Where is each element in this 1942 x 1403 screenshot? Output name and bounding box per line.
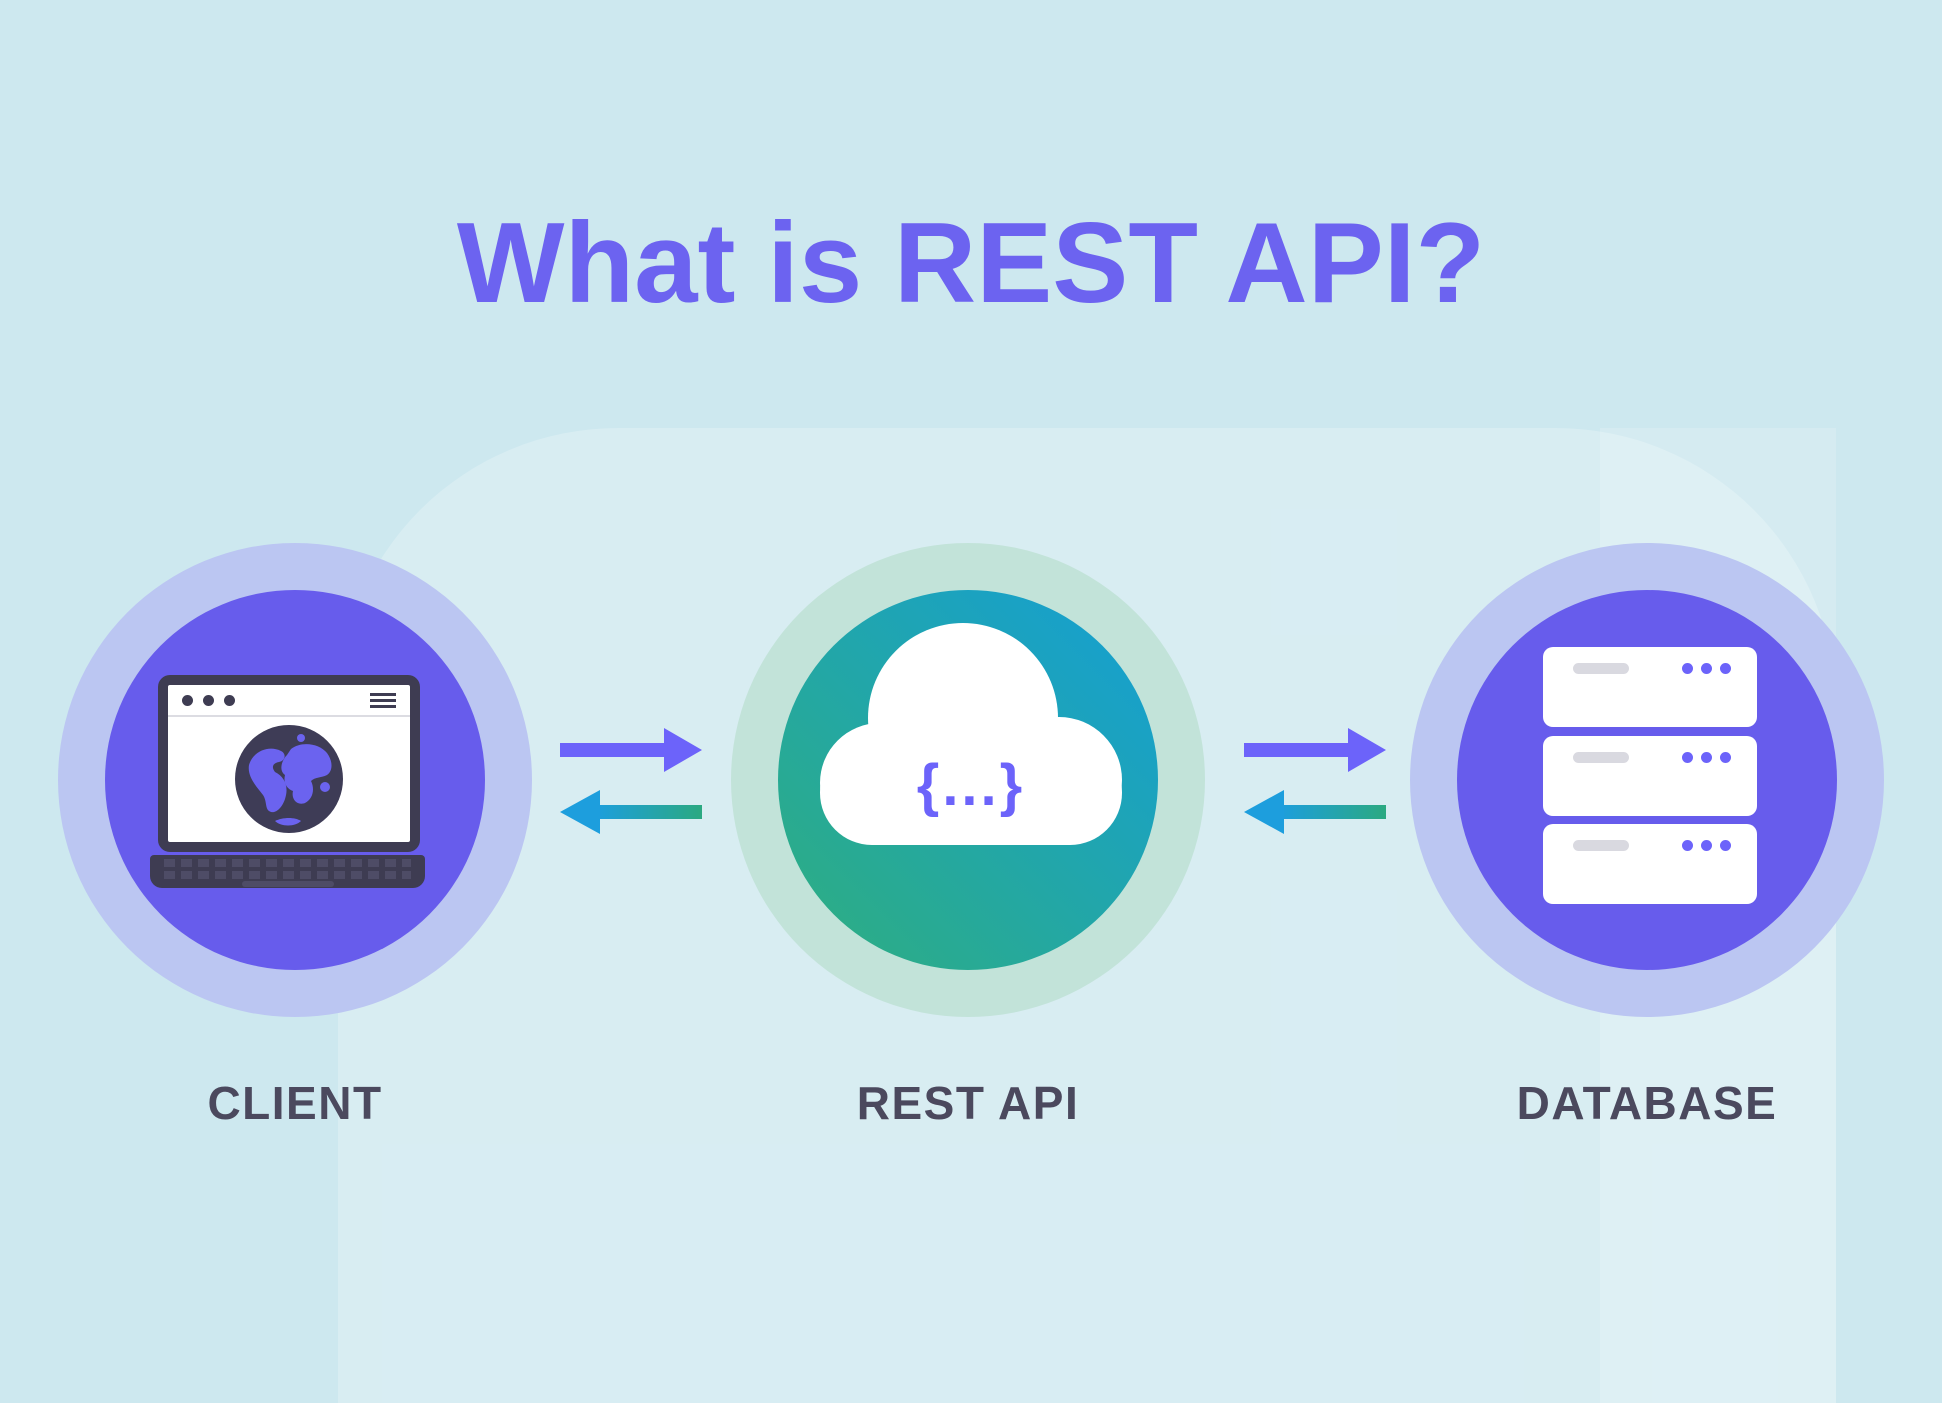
trackpad [241, 881, 334, 887]
server-unit [1543, 647, 1757, 727]
database-halo [1410, 543, 1884, 1017]
code-braces-glyph: {...} [917, 753, 1026, 818]
window-dot-icon [182, 694, 193, 706]
menu-icon [370, 692, 396, 708]
rest-api-halo: {...} [731, 543, 1205, 1017]
api-database-arrows [1244, 728, 1386, 834]
laptop-keyboard [150, 855, 425, 888]
led-dot-icon [1720, 752, 1731, 763]
request-arrow-icon [1244, 728, 1386, 772]
server-leds [1682, 663, 1731, 674]
server-slot [1573, 840, 1629, 851]
rest-api-circle: {...} [778, 590, 1158, 970]
window-dot-icon [224, 694, 235, 706]
response-arrow-icon [560, 790, 702, 834]
server-slot [1573, 752, 1629, 763]
led-dot-icon [1701, 663, 1712, 674]
led-dot-icon [1682, 663, 1693, 674]
page-title: What is REST API? [456, 200, 1486, 327]
client-halo [58, 543, 532, 1017]
keyboard-row [164, 859, 411, 867]
request-arrow-icon [560, 728, 702, 772]
server-leds [1682, 840, 1731, 851]
database-label: DATABASE [1516, 1077, 1778, 1129]
server-unit [1543, 824, 1757, 904]
client-circle [105, 590, 485, 970]
led-dot-icon [1701, 752, 1712, 763]
server-unit [1543, 736, 1757, 816]
led-dot-icon [1720, 663, 1731, 674]
led-dot-icon [1682, 840, 1693, 851]
led-dot-icon [1682, 752, 1693, 763]
server-slot [1573, 663, 1629, 674]
window-dot-icon [203, 694, 214, 706]
globe-icon [235, 725, 343, 833]
cloud-icon: {...} [820, 623, 1122, 845]
client-api-arrows [560, 728, 702, 834]
led-dot-icon [1701, 840, 1712, 851]
browser-window [158, 675, 420, 852]
rest-api-label: REST API [856, 1077, 1080, 1129]
response-arrow-icon [1244, 790, 1386, 834]
client-label: CLIENT [207, 1077, 383, 1129]
database-circle [1457, 590, 1837, 970]
led-dot-icon [1720, 840, 1731, 851]
keyboard-row [164, 871, 411, 879]
browser-toolbar [168, 685, 410, 717]
server-leds [1682, 752, 1731, 763]
